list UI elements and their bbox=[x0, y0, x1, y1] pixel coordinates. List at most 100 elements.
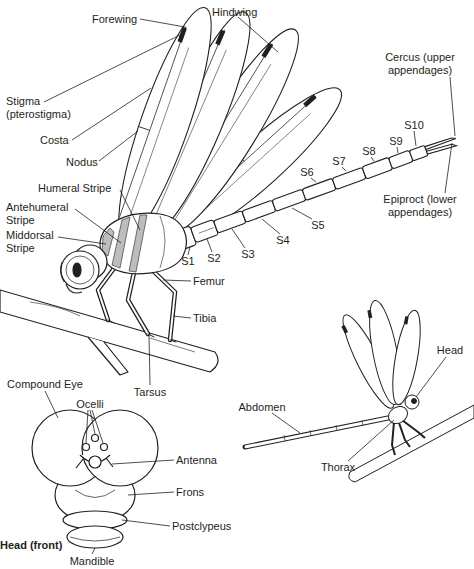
abdomen-part bbox=[332, 167, 366, 189]
part-label: S9 bbox=[381, 135, 411, 148]
forewing-part bbox=[119, 27, 185, 218]
part-label: Mandible bbox=[57, 555, 127, 568]
part-label: Femur bbox=[193, 275, 243, 288]
head bbox=[60, 245, 107, 293]
head-front-view-part bbox=[67, 526, 123, 548]
wing-part bbox=[304, 95, 316, 106]
small-dragonfly bbox=[245, 298, 474, 482]
forewing-part bbox=[102, 0, 228, 246]
part-label: Abdomen bbox=[232, 401, 292, 414]
part-label: Antehumeral Stripe bbox=[6, 201, 78, 226]
abdomen-part bbox=[213, 211, 246, 233]
head-part bbox=[66, 284, 82, 293]
part-label: S2 bbox=[199, 252, 229, 265]
thorax bbox=[100, 213, 186, 273]
leader-lines-part bbox=[188, 247, 190, 255]
leader-lines-part bbox=[397, 147, 398, 153]
part-label: Compound Eye bbox=[0, 378, 90, 391]
forewing-part bbox=[178, 28, 186, 42]
part-label: Epiproct (lower appendages) bbox=[368, 193, 472, 218]
leader-lines-part bbox=[371, 157, 374, 161]
leader-lines-part bbox=[45, 391, 58, 418]
leader-lines-part bbox=[311, 178, 316, 182]
part-label: Costa bbox=[40, 134, 80, 147]
forewing bbox=[102, 0, 228, 246]
legs-part bbox=[128, 268, 148, 334]
leader-lines-part bbox=[163, 280, 191, 281]
leader-lines-part bbox=[348, 420, 394, 461]
part-label: Tibia bbox=[193, 312, 243, 325]
part-label: Humeral Stripe bbox=[38, 182, 130, 195]
head-front-view-part bbox=[89, 456, 101, 468]
leader-lines-part bbox=[92, 548, 95, 554]
part-label: Head bbox=[430, 344, 470, 357]
part-label: Middorsal Stripe bbox=[6, 229, 66, 254]
leader-lines-part bbox=[99, 131, 138, 161]
thorax-part bbox=[100, 213, 186, 273]
thorax-part bbox=[112, 217, 130, 268]
part-label: S8 bbox=[354, 145, 384, 158]
leader-lines-part bbox=[58, 237, 106, 244]
leader-lines-part bbox=[445, 143, 452, 193]
head-front-view bbox=[32, 410, 158, 548]
abdomen-part bbox=[199, 228, 214, 233]
part-label: Hindwing bbox=[212, 6, 272, 19]
small-dragonfly-part bbox=[245, 418, 388, 447]
head-part bbox=[61, 251, 99, 289]
small-dragonfly-part-part bbox=[342, 326, 347, 333]
leader-lines-part bbox=[262, 219, 280, 234]
forewing-part bbox=[139, 127, 150, 131]
wing-part bbox=[216, 30, 225, 44]
legs-part bbox=[108, 320, 176, 342]
part-label: Nodus bbox=[66, 156, 106, 169]
head-front-view-part bbox=[70, 537, 120, 541]
leader-lines-part bbox=[122, 520, 170, 526]
head-front-view-part bbox=[92, 435, 99, 442]
part-label: S10 bbox=[399, 119, 429, 132]
abdomen-part bbox=[272, 189, 306, 211]
part-label: Postclypeus bbox=[172, 520, 252, 533]
leader-lines-part bbox=[72, 88, 151, 140]
abdomen-part bbox=[242, 200, 276, 222]
leader-lines-part bbox=[238, 17, 278, 52]
leader-lines-part bbox=[414, 131, 416, 146]
leader-lines-part bbox=[149, 336, 150, 385]
branch-part bbox=[30, 302, 80, 316]
leader-lines-part bbox=[120, 190, 140, 230]
branch bbox=[0, 290, 218, 375]
small-dragonfly-part-part bbox=[368, 310, 372, 317]
leader-lines-part bbox=[292, 208, 312, 219]
legs-part bbox=[128, 268, 148, 334]
leader-lines-part bbox=[44, 33, 184, 102]
head-front-view-part bbox=[75, 490, 115, 498]
part-label: Head (front) bbox=[0, 539, 80, 552]
leader-lines-part bbox=[173, 316, 191, 318]
part-label: Tarsus bbox=[125, 386, 175, 399]
abdomen bbox=[177, 130, 460, 249]
small-dragonfly-part bbox=[405, 395, 419, 409]
leader-lines-part bbox=[207, 239, 212, 252]
small-dragonfly-part bbox=[349, 405, 474, 482]
leader-lines-part bbox=[416, 357, 446, 397]
thorax-part bbox=[160, 216, 165, 268]
legs bbox=[98, 263, 176, 342]
leader-lines-part bbox=[75, 209, 121, 243]
legs-part bbox=[150, 268, 175, 340]
small-dragonfly-part bbox=[246, 418, 388, 447]
leader-lines bbox=[44, 17, 455, 554]
part-label: S7 bbox=[324, 155, 354, 168]
small-dragonfly-part bbox=[392, 420, 425, 455]
head-part bbox=[66, 256, 94, 284]
small-dragonfly-part-part bbox=[404, 317, 408, 324]
leader-lines-part bbox=[140, 19, 185, 27]
part-label: Cercus (upper appendages) bbox=[368, 51, 472, 76]
part-label: Stigma (pterostigma) bbox=[6, 95, 86, 120]
part-label: S4 bbox=[268, 234, 298, 247]
leader-lines-part bbox=[232, 229, 245, 248]
branch-part bbox=[150, 338, 195, 352]
legs-part bbox=[150, 268, 175, 340]
small-dragonfly-part bbox=[412, 399, 417, 404]
branch-part bbox=[88, 337, 128, 375]
